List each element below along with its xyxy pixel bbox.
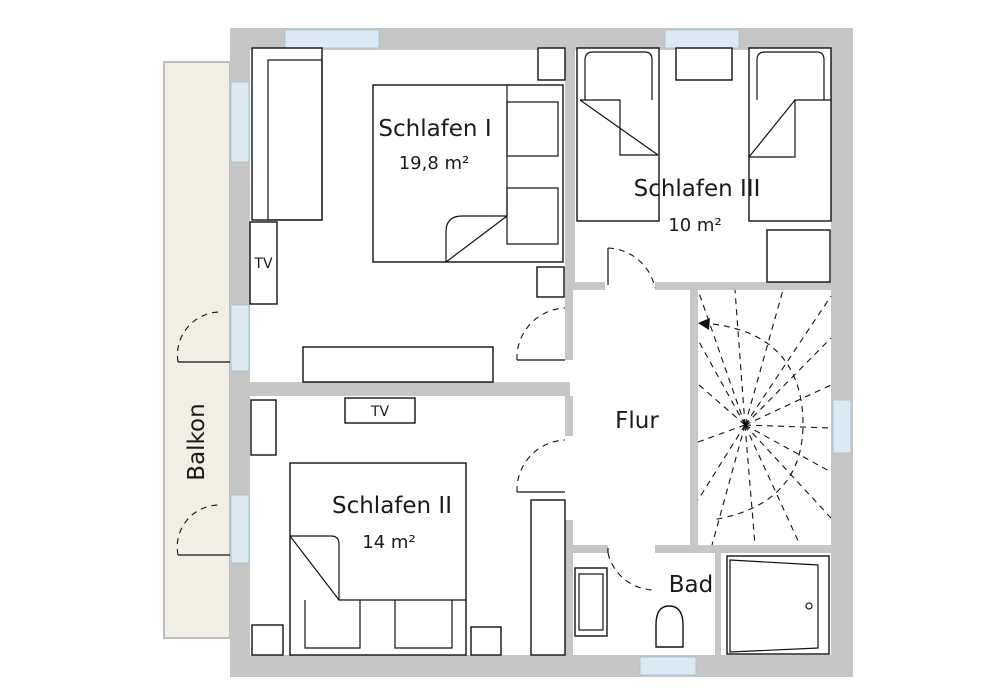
- double-bed-1: [372, 84, 564, 263]
- doors: [176, 247, 656, 591]
- bathtub: [726, 555, 830, 655]
- wardrobe: [251, 47, 323, 221]
- room-schlafen1-area: 19,8 m²: [399, 153, 470, 174]
- room-schlafen2-name: Schlafen II: [332, 493, 452, 519]
- nightstand-3: [675, 47, 733, 81]
- single-bed-3b: [748, 47, 832, 222]
- double-bed-2: [289, 462, 467, 656]
- tv-cabinet-1: [249, 221, 278, 305]
- room-schlafen3-name: Schlafen III: [634, 176, 761, 202]
- room-schlafen3-area: 10 m²: [668, 215, 721, 236]
- schlafen1-furniture: TV: [249, 47, 566, 383]
- room-labels: Schlafen I 19,8 m² Schlafen III 10 m² Fl…: [332, 116, 760, 598]
- staircase: [697, 289, 832, 546]
- room-schlafen1-name: Schlafen I: [378, 116, 491, 142]
- nightstand-2b: [470, 626, 502, 656]
- nightstand-1b: [536, 266, 565, 298]
- single-bed-3a: [576, 47, 660, 222]
- desk-3: [766, 229, 831, 283]
- schlafen2-furniture: TV: [250, 397, 566, 656]
- tv-cabinet-2: [344, 397, 416, 424]
- room-flur-name: Flur: [615, 408, 659, 434]
- nightstand-1a: [537, 47, 566, 81]
- room-schlafen2-area: 14 m²: [362, 532, 415, 553]
- balcony-label: Balkon: [184, 403, 210, 480]
- cabinet-2: [250, 399, 277, 456]
- tv-label-1: TV: [253, 256, 273, 272]
- nightstand-2a: [251, 624, 284, 656]
- shower: [574, 567, 608, 637]
- dresser-1: [302, 346, 494, 383]
- room-bad-name: Bad: [669, 572, 713, 598]
- schlafen3-furniture: [576, 47, 832, 283]
- interior-walls: [250, 50, 831, 655]
- bathroom-fixtures: [574, 555, 830, 655]
- balcony-area: [163, 61, 231, 639]
- wardrobe-2: [530, 499, 566, 656]
- tv-label-2: TV: [370, 404, 390, 420]
- toilet: [655, 605, 684, 648]
- windows: [230, 29, 852, 676]
